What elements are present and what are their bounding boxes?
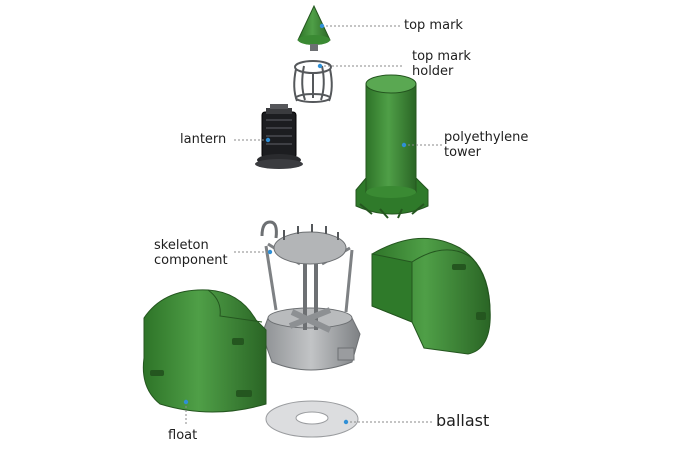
label-polyethylene-tower-line2: tower — [444, 145, 482, 160]
float-half-left-part — [142, 289, 267, 413]
ballast-part — [265, 400, 359, 438]
label-skeleton-component: skeleton component — [154, 238, 228, 268]
label-lantern: lantern — [180, 132, 227, 147]
label-top-mark-holder-line1: top mark — [412, 49, 471, 64]
label-top-mark-holder-line2: holder — [412, 64, 454, 79]
label-dots — [183, 23, 407, 425]
label-polyethylene-tower-line1: polyethylene — [444, 130, 529, 145]
label-float: float — [168, 428, 198, 443]
label-top-mark-holder: top mark holder — [412, 49, 471, 79]
label-top-mark: top mark — [404, 18, 463, 33]
top-mark-holder-part — [293, 60, 333, 103]
polyethylene-tower-part — [355, 74, 429, 219]
top-mark-part — [297, 4, 331, 51]
float-half-right-part — [371, 237, 491, 355]
label-skeleton-component-line2: component — [154, 253, 228, 268]
skeleton-component-part — [260, 220, 361, 371]
label-skeleton-component-line1: skeleton — [154, 238, 209, 253]
label-polyethylene-tower: polyethylene tower — [444, 130, 528, 160]
leader-lines — [185, 25, 442, 424]
label-ballast: ballast — [436, 411, 490, 430]
lantern-part — [255, 104, 303, 169]
